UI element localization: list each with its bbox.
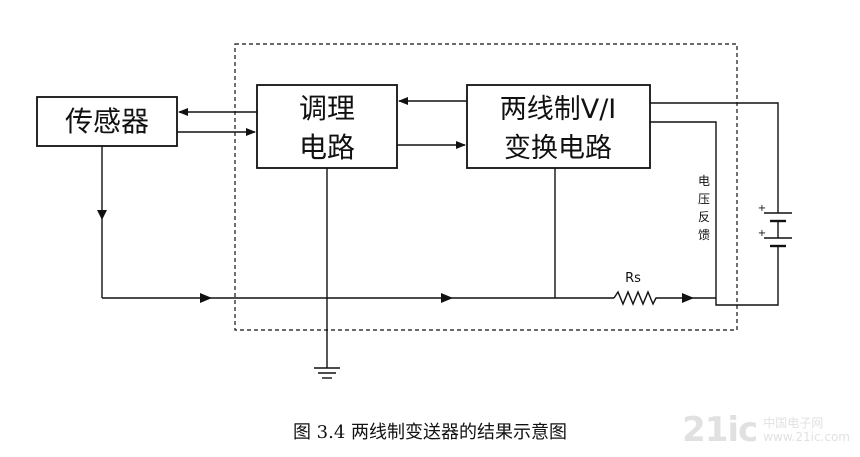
svg-text:电: 电 xyxy=(698,174,710,188)
bottom-loop-arrowhead-1 xyxy=(200,293,212,303)
transmitter-boundary xyxy=(234,43,738,331)
svg-text:反: 反 xyxy=(698,210,710,224)
battery-symbol xyxy=(764,208,792,258)
watermark-line1: 中国电子网 xyxy=(763,416,824,430)
sensor-block: 传感器 xyxy=(36,96,178,147)
resistor-label: Rs xyxy=(625,271,641,286)
voltage-feedback-wire xyxy=(650,121,717,298)
svg-text:馈: 馈 xyxy=(698,228,710,242)
battery-plus-bottom: + xyxy=(758,228,766,239)
supply-bottom-wire xyxy=(715,258,779,306)
vi-label-line1: 两线制V/I xyxy=(500,94,617,125)
watermark-logo: 21ic xyxy=(682,410,758,450)
conditioning-label-line2: 电路 xyxy=(299,131,355,164)
resistor-rs xyxy=(613,290,660,306)
sensor-label: 传感器 xyxy=(65,105,149,138)
bottom-loop-arrowhead-2 xyxy=(441,293,453,303)
sensor-down-arrowhead xyxy=(97,210,107,220)
conditioning-label-line1: 调理 xyxy=(299,92,355,125)
vi-conversion-block: 两线制V/I 变换电路 xyxy=(466,84,651,169)
watermark-text: 中国电子网 www.21ic.com xyxy=(763,416,850,444)
watermark: 21ic 中国电子网 www.21ic.com xyxy=(682,410,850,450)
battery-plus-top: + xyxy=(758,203,766,214)
ground-symbol xyxy=(314,367,340,379)
voltage-feedback-label: 电 压 反 馈 xyxy=(698,174,710,242)
supply-top-wire xyxy=(650,102,779,208)
svg-text:压: 压 xyxy=(698,192,710,206)
bottom-loop-arrowhead-3 xyxy=(682,293,694,303)
watermark-line2: www.21ic.com xyxy=(763,430,850,444)
conditioning-circuit-block: 调理 电路 xyxy=(256,84,398,169)
resistor-gap xyxy=(614,293,660,303)
figure-caption: 图 3.4 两线制变送器的结果示意图 xyxy=(292,422,568,443)
vi-label-line2: 变换电路 xyxy=(504,133,612,164)
